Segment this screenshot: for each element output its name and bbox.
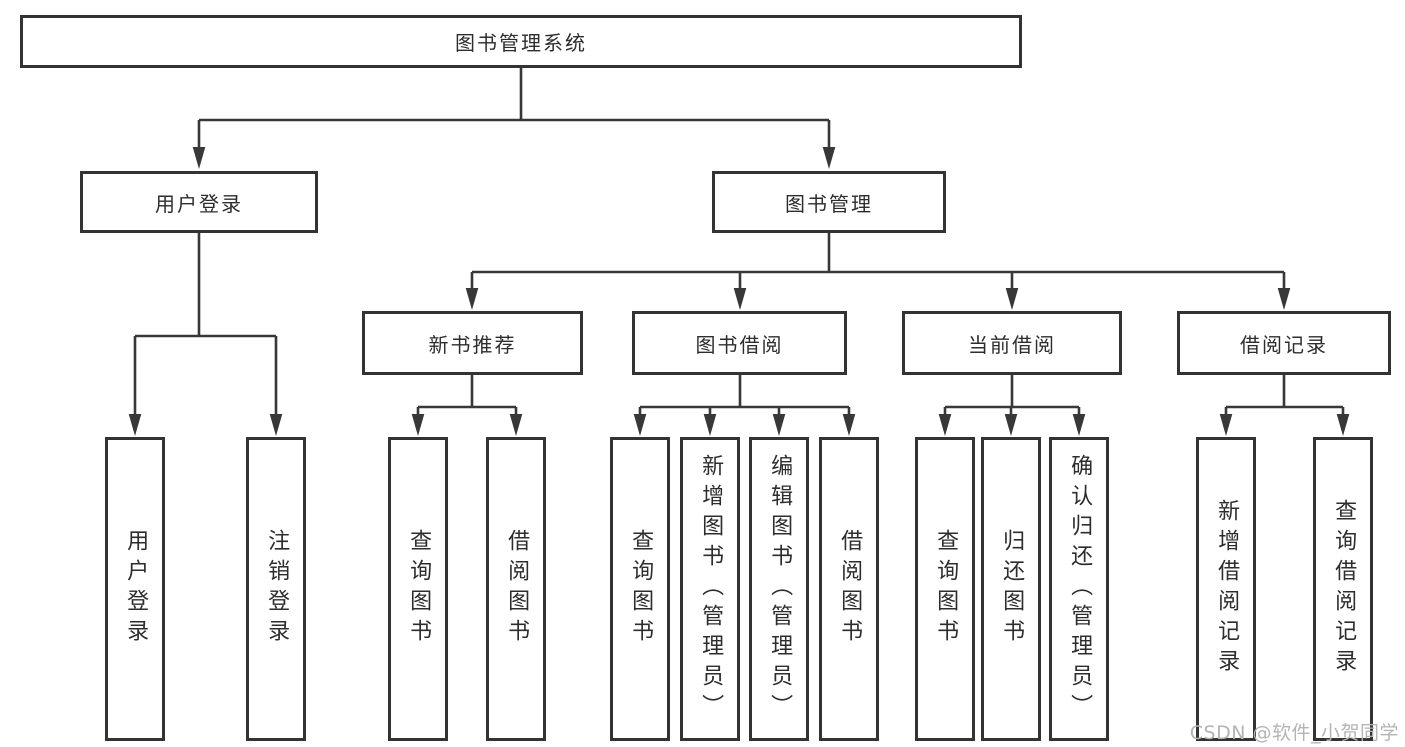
arrow-leaf-2 xyxy=(269,414,283,436)
leaf-add-borrow-record-label: 新增借阅记录 xyxy=(1214,499,1240,679)
arrow-current-borrow xyxy=(1005,288,1019,310)
arrow-leaf-10 xyxy=(1004,414,1018,436)
node-book-management-label: 图书管理 xyxy=(785,191,873,216)
leaf-return-books-label: 归还图书 xyxy=(999,529,1025,649)
connector-currentborrow-bus xyxy=(943,375,1081,415)
arrow-leaf-3 xyxy=(411,414,425,436)
connector-root-bus xyxy=(197,68,831,149)
node-book-borrow: 图书借阅 xyxy=(632,311,847,375)
node-borrow-records: 借阅记录 xyxy=(1177,311,1391,375)
connector-userlogin-bus xyxy=(133,233,278,415)
arrow-leaf-8 xyxy=(842,414,856,436)
leaf-user-login-label: 用户登录 xyxy=(123,529,149,649)
arrow-leaf-7 xyxy=(772,414,786,436)
leaf-add-books-admin-label: 新增图书（管理员） xyxy=(698,454,724,724)
leaf-query-books-2-label: 查询图书 xyxy=(628,529,654,649)
arrow-new-book xyxy=(465,288,479,310)
leaf-confirm-return-admin: 确认归还（管理员） xyxy=(1049,437,1109,741)
leaf-query-books-1-label: 查询图书 xyxy=(406,529,432,649)
arrow-book-borrow xyxy=(733,288,747,310)
leaf-user-login: 用户登录 xyxy=(105,437,165,741)
leaf-borrow-books-2: 借阅图书 xyxy=(819,437,879,741)
arrowheads xyxy=(128,147,1350,436)
node-book-borrow-label: 图书借阅 xyxy=(695,332,784,357)
arrow-leaf-11 xyxy=(1072,414,1086,436)
csdn-watermark: CSDN @软件_小贺同学 xyxy=(1189,722,1399,744)
node-library-system-label: 图书管理系统 xyxy=(455,31,587,55)
leaf-borrow-books-2-label: 借阅图书 xyxy=(837,529,863,649)
node-user-login: 用户登录 xyxy=(80,171,318,233)
arrow-borrow-records xyxy=(1277,288,1291,310)
arrow-leaf-9 xyxy=(938,414,952,436)
leaf-logout-label: 注销登录 xyxy=(264,529,290,649)
node-new-book-recommend-label: 新书推荐 xyxy=(428,332,517,357)
node-current-borrow: 当前借阅 xyxy=(902,311,1122,375)
node-book-management: 图书管理 xyxy=(712,171,946,233)
leaf-borrow-books-1-label: 借阅图书 xyxy=(504,529,530,649)
leaf-query-borrow-record: 查询借阅记录 xyxy=(1313,437,1373,741)
leaf-query-books-3: 查询图书 xyxy=(915,437,975,741)
connector-records-bus xyxy=(1224,375,1345,415)
node-borrow-records-label: 借阅记录 xyxy=(1240,332,1328,357)
connector-bookmgmt-bus xyxy=(470,233,1286,290)
node-user-login-label: 用户登录 xyxy=(155,191,243,216)
arrow-user-login xyxy=(192,147,206,169)
leaf-edit-books-admin-label: 编辑图书（管理员） xyxy=(767,454,793,724)
arrow-leaf-6 xyxy=(703,414,717,436)
arrow-leaf-12 xyxy=(1219,414,1233,436)
connector-newbook-bus xyxy=(416,375,518,415)
leaf-edit-books-admin: 编辑图书（管理员） xyxy=(749,437,809,741)
leaf-return-books: 归还图书 xyxy=(981,437,1041,741)
arrow-leaf-5 xyxy=(633,414,647,436)
arrow-leaf-4 xyxy=(509,414,523,436)
leaf-logout: 注销登录 xyxy=(246,437,306,741)
leaf-add-books-admin: 新增图书（管理员） xyxy=(680,437,740,741)
leaf-query-books-3-label: 查询图书 xyxy=(933,529,959,649)
connector-bookborrow-bus xyxy=(638,375,851,415)
leaf-confirm-return-admin-label: 确认归还（管理员） xyxy=(1067,454,1093,724)
arrow-leaf-1 xyxy=(128,414,142,436)
leaf-query-borrow-record-label: 查询借阅记录 xyxy=(1331,499,1357,679)
leaf-borrow-books-1: 借阅图书 xyxy=(486,437,546,741)
node-library-system: 图书管理系统 xyxy=(20,15,1022,68)
node-new-book-recommend: 新书推荐 xyxy=(362,311,583,375)
leaf-query-books-1: 查询图书 xyxy=(388,437,448,741)
arrow-leaf-13 xyxy=(1336,414,1350,436)
leaf-query-books-2: 查询图书 xyxy=(610,437,670,741)
node-current-borrow-label: 当前借阅 xyxy=(968,332,1056,357)
leaf-add-borrow-record: 新增借阅记录 xyxy=(1196,437,1256,741)
arrow-book-management xyxy=(822,147,836,169)
